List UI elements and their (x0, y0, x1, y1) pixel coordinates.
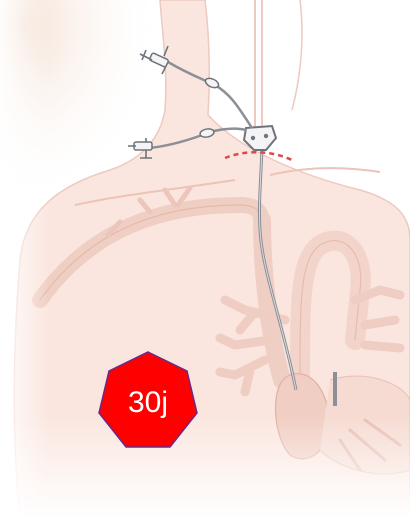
badge-label: 30j (128, 386, 168, 419)
